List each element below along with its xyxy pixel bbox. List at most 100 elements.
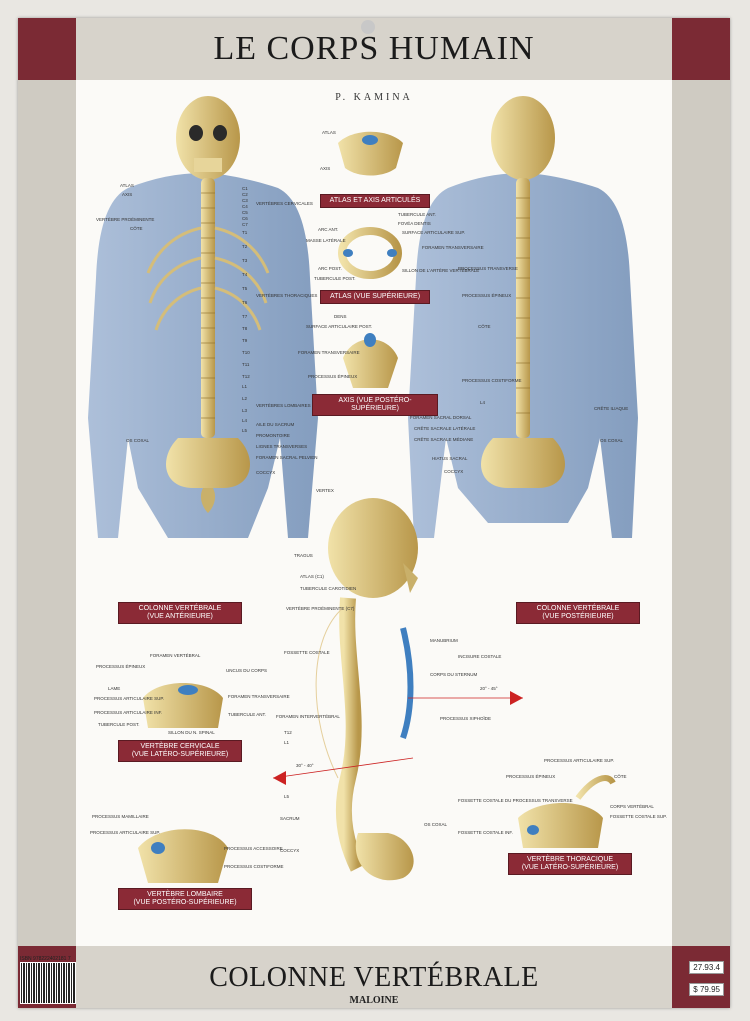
caption-lombaire: VERTÈBRE LOMBAIRE (VUE POSTÉRO-SUPÉRIEUR… — [118, 888, 252, 910]
poster-title: LE CORPS HUMAIN — [213, 30, 535, 67]
publisher-logo: MALOINE — [349, 995, 399, 1006]
label-manubrium: MANUBRIUM — [430, 638, 458, 643]
caption-thoracique-line1: VERTÈBRE THORACIQUE — [526, 856, 614, 863]
label-l4: L4 — [480, 400, 486, 405]
caption-anterior-line1: COLONNE VERTÉBRALE — [138, 605, 222, 612]
label-arc-ant: ARC ANT. — [318, 227, 339, 232]
corner-top-left — [18, 18, 76, 80]
bottom-band — [76, 946, 672, 1008]
label-tubercule-ant-cerv: TUBERCULE ANT. — [228, 712, 267, 717]
level-t5: T5 — [242, 286, 248, 291]
caption-atlas-axis: ATLAS ET AXIS ARTICULÉS — [320, 194, 430, 208]
label-proc-accessoire: PROCESSUS ACCESSOIRE — [224, 846, 283, 851]
caption-atlas-sup: ATLAS (VUE SUPÉRIEURE) — [320, 290, 430, 304]
label-foramen-vertebral: FORAMEN VERTÉBRAL — [150, 653, 201, 658]
label-coccyx-lat: COCCYX — [280, 848, 300, 853]
author: P. KAMINA — [335, 92, 413, 103]
label-promontoire: PROMONTOIRE — [256, 433, 290, 438]
label-axis: AXIS — [122, 192, 133, 197]
label-proc-art-sup-cerv: PROCESSUS ARTICULAIRE SUP. — [94, 696, 165, 701]
label-aile-sacrum: AILE DU SACRUM — [256, 422, 295, 427]
level-t4: T4 — [242, 272, 248, 277]
level-t10: T10 — [242, 350, 250, 355]
price-tag-code: 27.93.4 — [689, 961, 724, 974]
level-l2: L2 — [242, 396, 248, 401]
level-c5: C5 — [242, 210, 248, 215]
level-c2: C2 — [242, 192, 248, 197]
level-l3: L3 — [242, 408, 248, 413]
level-t2: T2 — [242, 244, 248, 249]
label-dens: DENS — [334, 314, 347, 319]
label-uncus: UNCUS DU CORPS — [226, 668, 268, 673]
hanging-pin — [361, 20, 375, 34]
level-t1: T1 — [242, 230, 248, 235]
label-fovea-dentis: FOVÉA DENTIS — [398, 221, 431, 226]
caption-thoracique: VERTÈBRE THORACIQUE (VUE LATÉRO-SUPÉRIEU… — [508, 853, 632, 875]
label-proc-art-inf-cerv: PROCESSUS ARTICULAIRE INF. — [94, 710, 163, 715]
label-proc-art-sup-thor: PROCESSUS ARTICULAIRE SUP. — [544, 758, 615, 763]
label-surface-articulaire-post: SURFACE ARTICULAIRE POST. — [306, 324, 373, 329]
label-processus-costiforme-post: PROCESSUS COSTIFORME — [462, 378, 522, 383]
level-l4: L4 — [242, 418, 248, 423]
label-sillon-artere: SILLON DE L'ARTÈRE VERTÉBRALE — [402, 268, 480, 273]
level-t6: T6 — [242, 300, 248, 305]
price-tag-price: $ 79.95 — [689, 983, 724, 996]
label-processus-epineux-post: PROCESSUS ÉPINEUX — [462, 293, 512, 298]
left-border — [18, 80, 76, 946]
label-foramen-intervertebral: FORAMEN INTERVERTÉBRAL — [276, 714, 340, 719]
group-lombaires: VERTÈBRES LOMBAIRES — [256, 403, 311, 408]
level-c3: C3 — [242, 198, 248, 203]
label-lignes-transverses: LIGNES TRANSVERSES — [256, 444, 308, 449]
label-processus-epineux-cerv: PROCESSUS ÉPINEUX — [96, 664, 146, 669]
caption-posterior-line1: COLONNE VERTÉBRALE — [536, 605, 620, 612]
level-t12: T12 — [242, 374, 250, 379]
label-tubercule-carotidien: TUBERCULE CAROTIDIEN — [300, 586, 357, 591]
level-c6: C6 — [242, 216, 248, 221]
level-t7: T7 — [242, 314, 248, 319]
lateral-figure — [272, 498, 523, 881]
vertebre-cervicale-figure — [143, 683, 223, 728]
group-cervicales: VERTÈBRES CERVICALES — [256, 201, 313, 206]
label-crete-iliaque: CRÊTE ILIAQUE — [594, 406, 629, 411]
label-proc-epineux-thor: PROCESSUS ÉPINEUX — [506, 774, 556, 779]
label-sillon-n-spinal: SILLON DU N. SPINAL — [168, 730, 215, 735]
caption-posterior: COLONNE VERTÉBRALE (VUE POSTÉRIEURE) — [516, 602, 640, 624]
label-atlas-c1: ATLAS (C1) — [300, 574, 324, 579]
label-arc-post: ARC POST. — [318, 266, 342, 271]
anatomy-illustrations — [88, 96, 638, 883]
level-t3: T3 — [242, 258, 248, 263]
vertebre-thoracique-figure — [518, 775, 616, 848]
label-sacrum: SACRUM — [280, 816, 300, 821]
label-cote: CÔTE — [130, 226, 143, 231]
label-proc-mamillaire: PROCESSUS MAMILLAIRE — [92, 814, 149, 819]
level-c7: C7 — [242, 222, 248, 227]
label-processus-epineux-axis: PROCESSUS ÉPINEUX — [308, 374, 358, 379]
caption-lombaire-line1: VERTÈBRE LOMBAIRE — [147, 891, 223, 898]
level-t9: T9 — [242, 338, 248, 343]
level-c1: C1 — [242, 186, 248, 191]
label-foramen-transversaire-atlas: FORAMEN TRANSVERSAIRE — [422, 245, 484, 250]
label-surface-articulaire-sup: SURFACE ARTICULAIRE SUP. — [402, 230, 466, 235]
level-t8: T8 — [242, 326, 248, 331]
label-l1: L1 — [284, 740, 290, 745]
caption-cervicale-line2: (VUE LATÉRO-SUPÉRIEURE) — [131, 751, 229, 758]
label-proc-costiforme-lomb: PROCESSUS COSTIFORME — [224, 864, 284, 869]
anterior-spine — [146, 178, 270, 438]
label-axis-art: AXIS — [320, 166, 331, 171]
label-masse-laterale: MASSE LATÉRALE — [306, 238, 346, 243]
level-t11: T11 — [242, 362, 250, 367]
level-l1: L1 — [242, 384, 248, 389]
caption-cervicale-line1: VERTÈBRE CERVICALE — [140, 743, 220, 750]
label-fossette-costale-inf: FOSSETTE COSTALE INF. — [458, 830, 513, 835]
vertebre-lombaire-figure — [138, 829, 228, 883]
poster-subtitle: COLONNE VERTÉBRALE — [209, 962, 539, 993]
label-cote-thor: CÔTE — [614, 774, 627, 779]
label-vertebre-proeminente: VERTÈBRE PROÉMINENTE — [96, 217, 155, 222]
group-thoraciques: VERTÈBRES THORACIQUES — [256, 293, 318, 298]
label-tragus: TRAGUS — [294, 553, 313, 558]
label-foramen-sacral-pelvien: FORAMEN SACRAL PELVIEN — [256, 455, 318, 460]
label-os-coxal-post: OS COXAL — [600, 438, 624, 443]
caption-thoracique-line2: (VUE LATÉRO-SUPÉRIEURE) — [521, 864, 619, 871]
right-border — [672, 80, 730, 946]
atlas-axis-articulated — [338, 131, 403, 176]
